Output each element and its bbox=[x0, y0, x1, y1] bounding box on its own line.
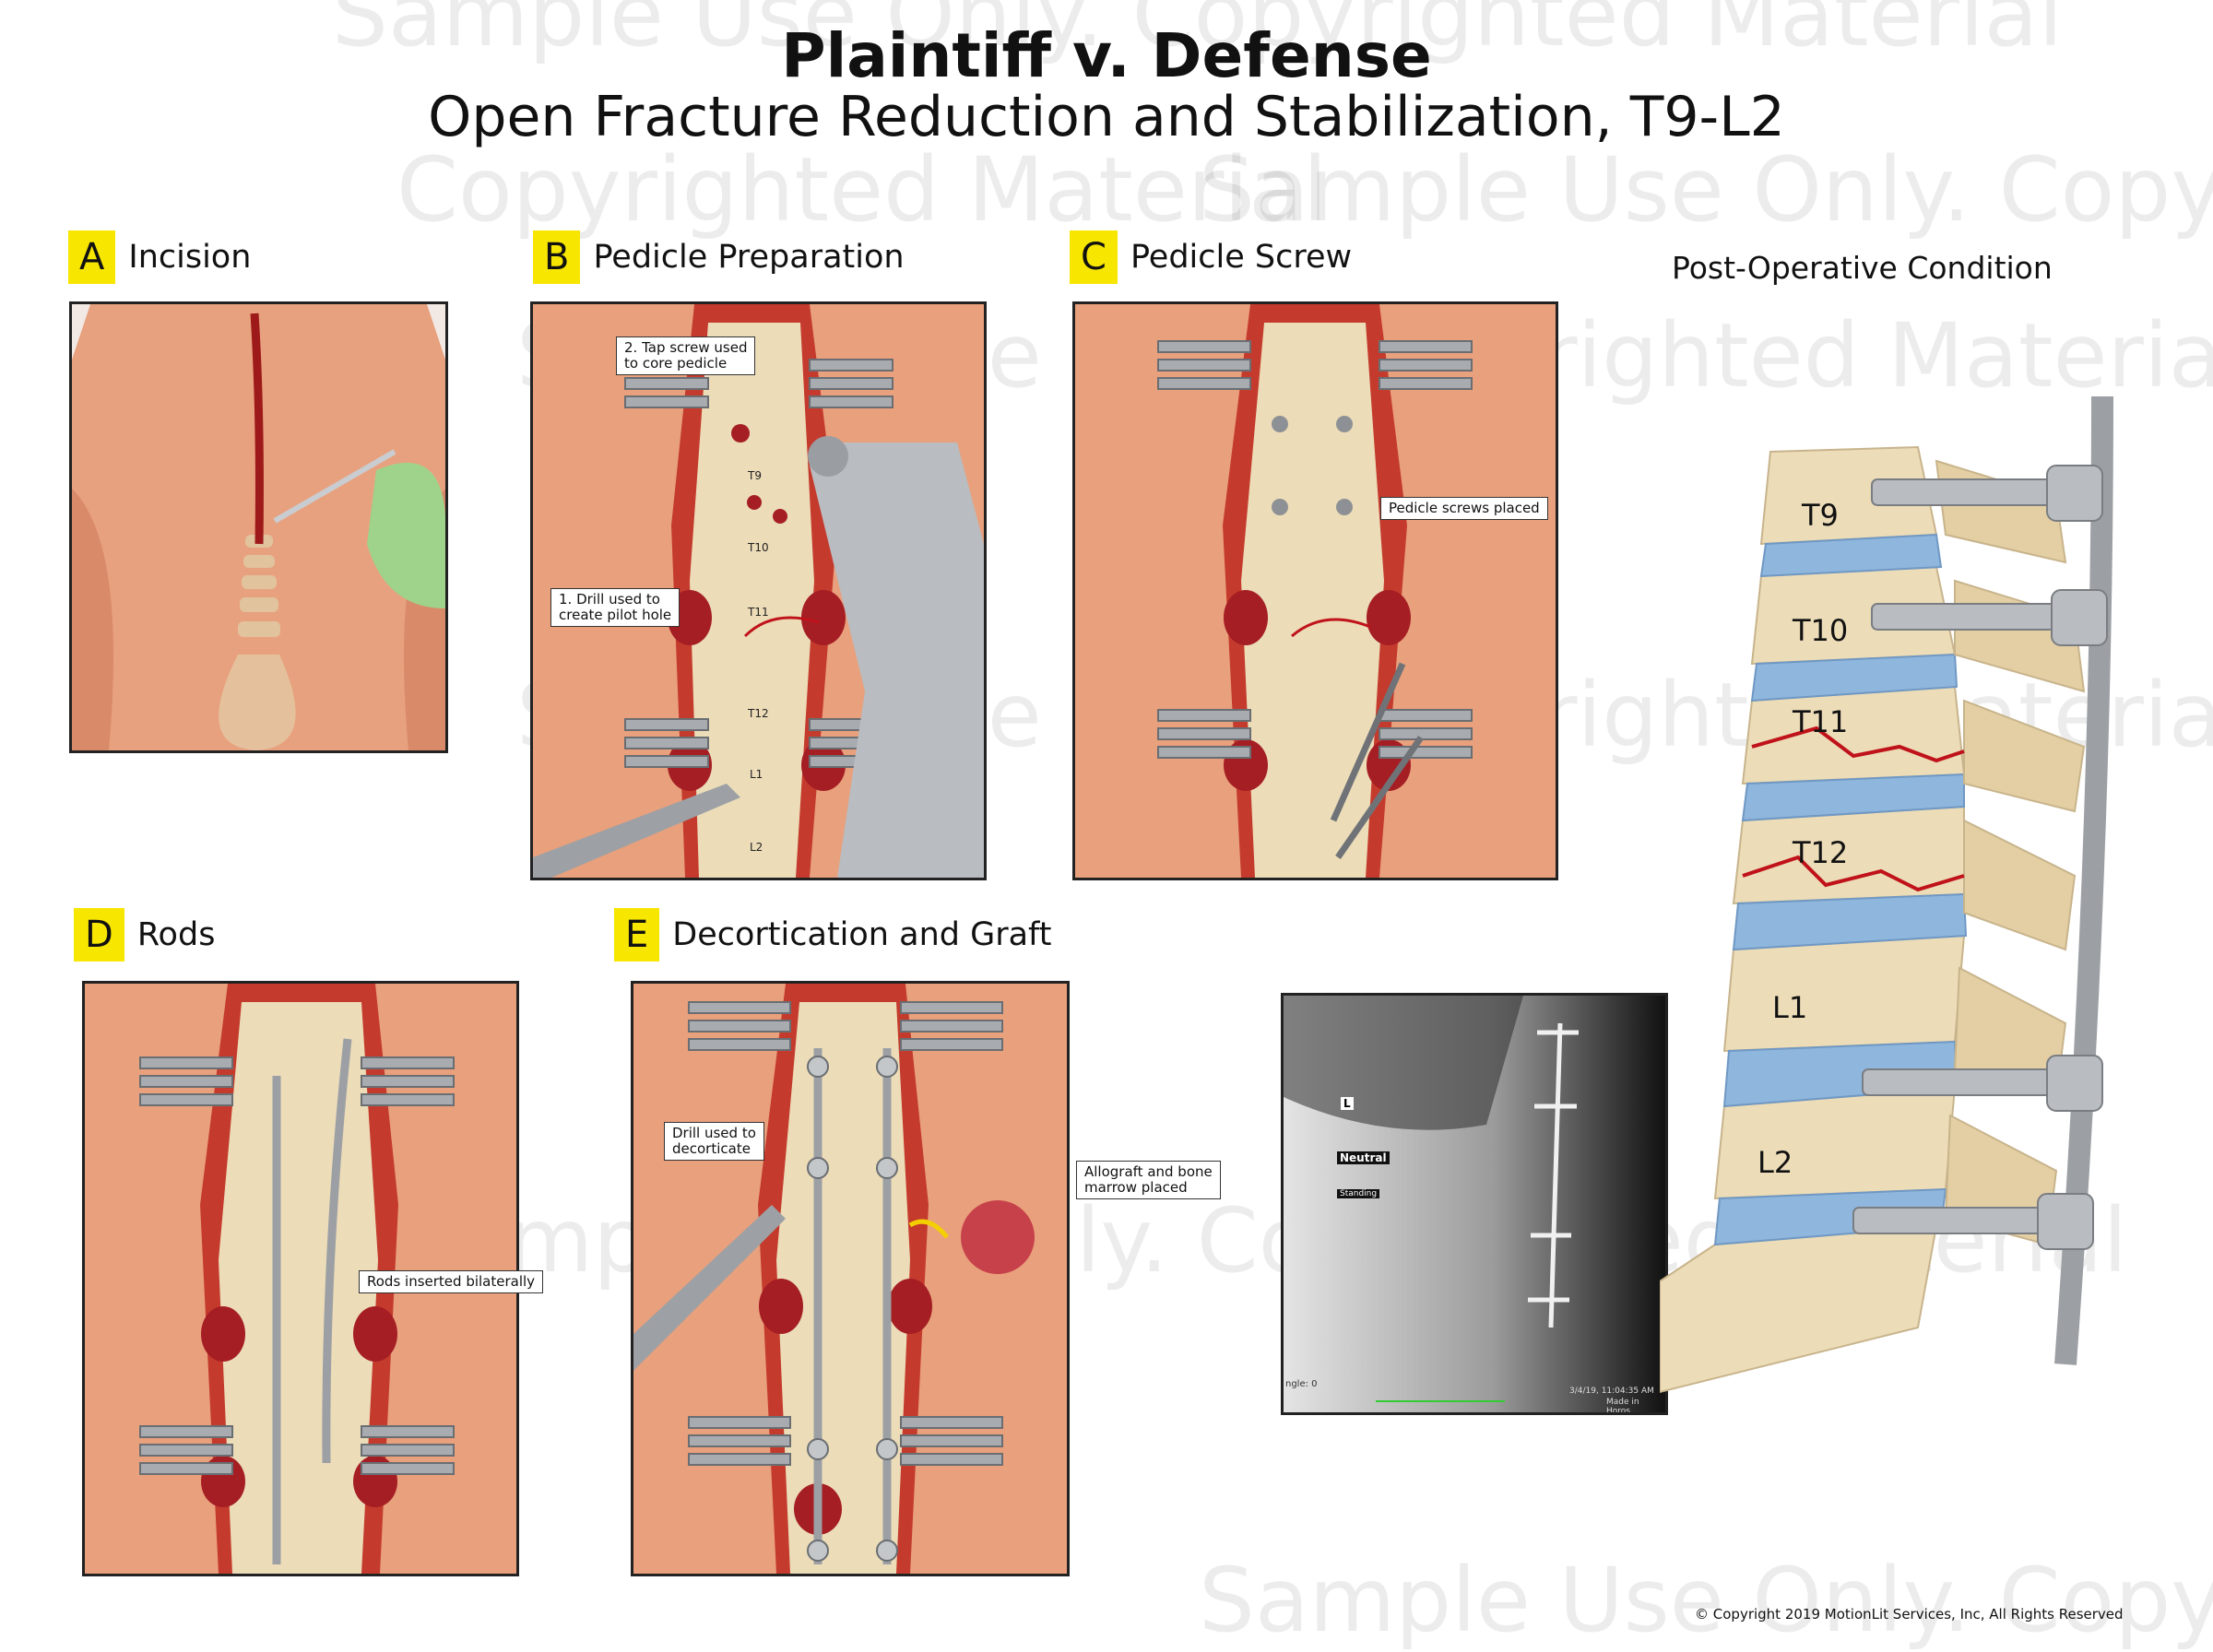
xray-graphic bbox=[1284, 996, 1665, 1412]
level-label: L2 bbox=[750, 841, 763, 854]
xray-made-in: Made in Horos bbox=[1606, 1398, 1639, 1415]
panel-d-letter: D bbox=[74, 908, 124, 962]
xray-angle: ngle: 0 bbox=[1285, 1379, 1318, 1389]
panel-d-heading: D Rods bbox=[74, 908, 215, 962]
level-label: L1 bbox=[750, 768, 763, 781]
panel-c-title: Pedicle Screw bbox=[1130, 239, 1353, 276]
level-label: T9 bbox=[747, 469, 762, 482]
xray-marker: L bbox=[1341, 1097, 1354, 1110]
xray-image: L Neutral Standing ngle: 0 3/4/19, 11:04… bbox=[1281, 993, 1668, 1415]
callout-allograft: Allograft and bone marrow placed bbox=[1076, 1161, 1221, 1199]
panel-c-heading: C Pedicle Screw bbox=[1070, 230, 1352, 284]
post-op-level-label: T11 bbox=[1793, 704, 1849, 739]
watermark: Copyrighted Material bbox=[396, 138, 1328, 242]
post-op-level-label: T9 bbox=[1802, 498, 1839, 533]
back-incision-image bbox=[72, 304, 445, 750]
xray-stance: Standing bbox=[1337, 1189, 1380, 1198]
panel-a-letter: A bbox=[68, 230, 116, 284]
callout-line: 1. Drill used to bbox=[559, 591, 660, 608]
callout-line: marrow placed bbox=[1084, 1179, 1188, 1196]
post-op-level-label: T12 bbox=[1793, 835, 1849, 870]
post-op-heading: Post-Operative Condition bbox=[1672, 250, 2053, 286]
xray-timestamp: 3/4/19, 11:04:35 AM bbox=[1569, 1386, 1654, 1396]
page-subtitle: Open Fracture Reduction and Stabilizatio… bbox=[428, 85, 1785, 149]
pedicle-preparation-image: T9 T10 T11 T12 L1 L2 bbox=[533, 304, 984, 878]
panel-e-title: Decortication and Graft bbox=[672, 916, 1052, 953]
panel-e-heading: E Decortication and Graft bbox=[614, 908, 1051, 962]
panel-e-illustration bbox=[631, 981, 1070, 1576]
callout-line: Allograft and bone bbox=[1084, 1163, 1213, 1180]
callout-tap-screw: 2. Tap screw used to core pedicle bbox=[616, 336, 756, 375]
level-label: T10 bbox=[747, 541, 769, 554]
panel-d-illustration bbox=[82, 981, 519, 1576]
callout-line: create pilot hole bbox=[559, 607, 672, 623]
callout-line: 2. Tap screw used bbox=[624, 339, 748, 356]
callout-drill-pilot: 1. Drill used to create pilot hole bbox=[550, 588, 680, 627]
rods-image bbox=[139, 984, 455, 1574]
page-title: Plaintiff v. Defense bbox=[781, 20, 1432, 91]
callout-pedicle-screws: Pedicle screws placed bbox=[1380, 497, 1548, 520]
copyright-notice: © Copyright 2019 MotionLit Services, Inc… bbox=[1695, 1606, 2124, 1622]
panel-b-heading: B Pedicle Preparation bbox=[533, 230, 905, 284]
post-op-level-label: T10 bbox=[1793, 613, 1849, 648]
post-op-spine-image bbox=[1660, 396, 2113, 1394]
level-label: T12 bbox=[747, 707, 769, 720]
xray-position: Neutral bbox=[1337, 1151, 1390, 1164]
panel-e-letter: E bbox=[614, 908, 660, 962]
decortication-graft-image bbox=[633, 984, 1035, 1574]
post-op-level-label: L1 bbox=[1772, 990, 1808, 1025]
callout-line: Pedicle screws placed bbox=[1389, 500, 1540, 516]
watermark: Sample Use Only. Copyright bbox=[1199, 138, 2213, 242]
callout-line: to core pedicle bbox=[624, 355, 728, 372]
panel-a-heading: A Incision bbox=[68, 230, 251, 284]
panel-b-letter: B bbox=[533, 230, 581, 284]
callout-line: decorticate bbox=[672, 1140, 751, 1157]
panel-a-illustration bbox=[69, 301, 448, 753]
watermark: Sample Use Only. Copyrighted Material bbox=[332, 0, 2064, 66]
panel-b-illustration: T9 T10 T11 T12 L1 L2 bbox=[530, 301, 987, 880]
watermark: Sample Use Only. Copyright bbox=[1199, 1549, 2213, 1652]
panel-d-title: Rods bbox=[136, 916, 216, 953]
panel-c-letter: C bbox=[1070, 230, 1118, 284]
panel-a-title: Incision bbox=[128, 239, 252, 276]
callout-line: Rods inserted bilaterally bbox=[367, 1273, 536, 1290]
callout-rods: Rods inserted bilaterally bbox=[359, 1270, 544, 1293]
panel-b-title: Pedicle Preparation bbox=[593, 239, 905, 276]
post-op-level-label: L2 bbox=[1757, 1145, 1793, 1180]
callout-decorticate: Drill used to decorticate bbox=[664, 1122, 764, 1161]
pedicle-screw-image bbox=[1157, 304, 1473, 878]
level-label: T11 bbox=[747, 606, 769, 619]
panel-c-illustration bbox=[1072, 301, 1558, 880]
callout-line: Drill used to bbox=[672, 1125, 756, 1141]
